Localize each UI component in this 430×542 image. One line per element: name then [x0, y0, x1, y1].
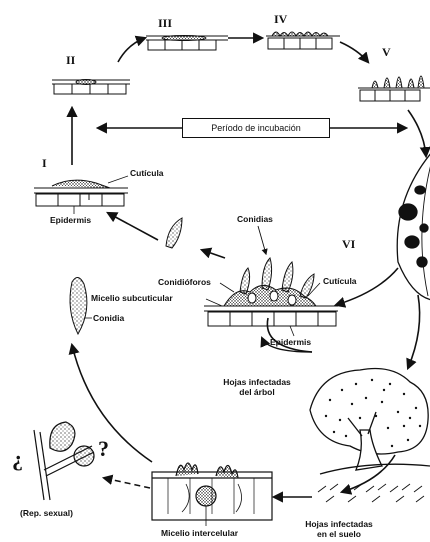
sexual-reproduction-sketch [33, 421, 95, 501]
arrow-leaf-to-tree [406, 294, 421, 371]
arrow-VI-to-epidermis [266, 317, 313, 353]
label-micelio-intercelular: Micelio intercelular [161, 528, 238, 538]
label-hojas-arbol: Hojas infectadas del árbol [214, 377, 300, 397]
tissue-stage-V [358, 75, 430, 102]
label-conidioforos: Conidióforos [158, 277, 211, 287]
arrow-tree-to-ground [339, 454, 396, 495]
label-hojas-arbol-line1: Hojas infectadas [223, 377, 291, 387]
dashed-arrow-to-sexual [101, 474, 151, 489]
leader-conidioforos [219, 282, 235, 293]
stage-label-III: III [158, 16, 173, 30]
tissue-stage-II [52, 79, 130, 95]
label-hojas-suelo-line1: Hojas infectadas [305, 519, 373, 529]
label-cuticula-I: Cutícula [130, 168, 164, 178]
leader-epidermis-VI [289, 325, 295, 337]
label-conidias: Conidias [237, 214, 273, 224]
leader-micelio-sub [205, 298, 223, 307]
ground-leaves [317, 483, 425, 503]
label-epidermis-I: Epidermis [50, 215, 92, 225]
label-epidermis-VI: Epidermis [270, 337, 312, 347]
tissue-stage-IV [266, 31, 340, 50]
stage-label-IV: IV [274, 12, 288, 26]
tissue-stage-III [146, 35, 228, 51]
stage-label-I: I [42, 156, 47, 170]
label-hojas-suelo-line2: en el suelo [317, 529, 361, 539]
intercellular-tissue [151, 462, 273, 521]
arrow-VI-to-conidia [199, 247, 226, 259]
label-cuticula-VI: Cutícula [323, 276, 357, 286]
label-rep-sexual: (Rep. sexual) [20, 508, 73, 518]
label-hojas-suelo: Hojas infectadas en el suelo [296, 519, 382, 539]
leader-cuticula-VI [307, 282, 321, 297]
stage-label-V: V [382, 45, 391, 59]
question-mark-open: ¿ [12, 446, 23, 471]
arrow-IV-to-V [339, 41, 370, 64]
conidium-large [69, 277, 88, 336]
tissue-stage-I [34, 179, 128, 207]
arrow-leaf-to-VI [333, 267, 399, 308]
stage-label-II: II [66, 53, 76, 67]
stage-label-VI: VI [342, 237, 356, 251]
leader-cuticula-I [107, 175, 129, 184]
question-mark-close: ? [98, 436, 109, 461]
incubation-period-box: Período de incubación [182, 118, 330, 138]
conidium-upper [165, 217, 183, 249]
leader-conidias [257, 225, 268, 256]
arrow-II-to-III [117, 35, 148, 63]
tree-illustration [309, 367, 430, 475]
cycle-arrows [66, 32, 430, 503]
label-micelio-subcuticular: Micelio subcuticular [91, 293, 173, 303]
arrow-tissue-to-conidia [68, 342, 153, 463]
infected-leaf [396, 153, 430, 301]
tissue-stage-VI [204, 257, 338, 327]
label-hojas-arbol-line2: del árbol [239, 387, 275, 397]
arrow-conidia-to-I [106, 211, 159, 241]
label-conidia: Conidia [93, 313, 125, 323]
arrow-V-to-leaf [407, 109, 430, 159]
arrow-VI-mycelium-return [260, 336, 313, 353]
